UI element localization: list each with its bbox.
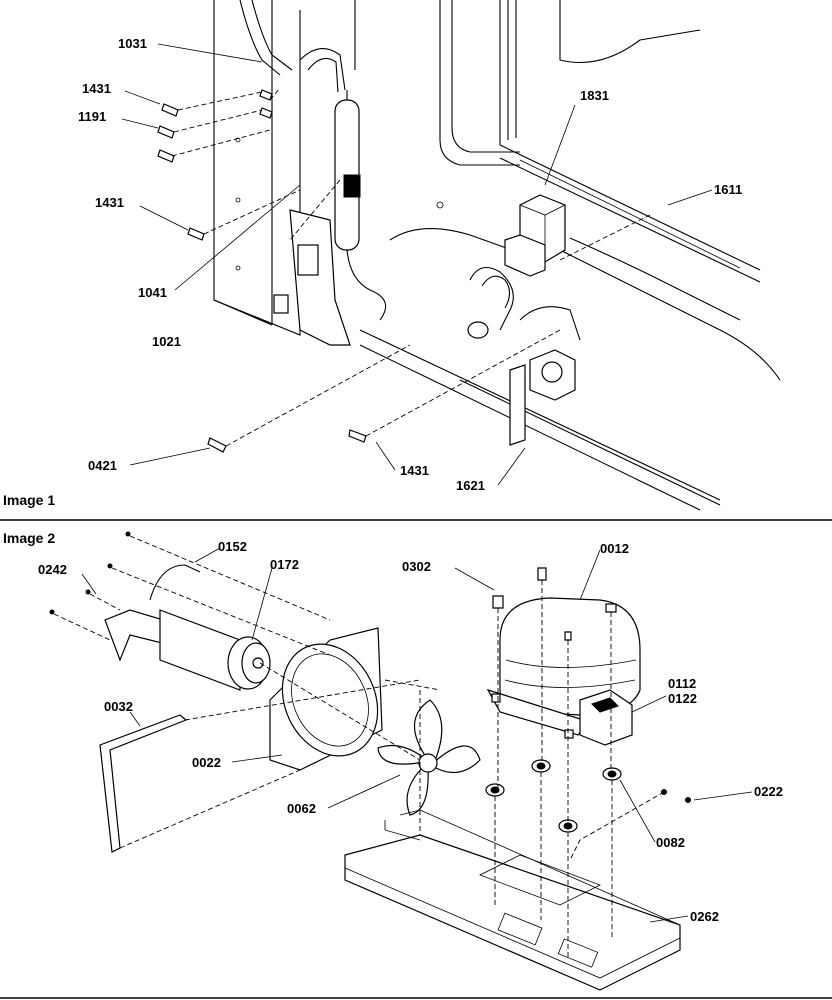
callout-label: 1191	[78, 109, 106, 124]
callout-label: 0152	[218, 539, 247, 554]
callout-label: 0112	[668, 676, 696, 691]
callout-label: 1031	[118, 36, 147, 51]
callout-label: 0012	[600, 541, 629, 556]
callout-label: 0242	[38, 562, 67, 577]
panel-2-illustration	[49, 531, 691, 991]
callout-label: 0222	[754, 784, 783, 799]
callout-label: 0122	[668, 691, 697, 706]
callout-label: 1621	[456, 478, 485, 493]
fan-blade-icon	[377, 699, 481, 816]
screw-icon	[49, 531, 691, 803]
panel-2-leaders	[81, 547, 753, 923]
callout-label: 0062	[287, 801, 316, 816]
callout-label: 1431	[400, 463, 429, 478]
callout-label: 0172	[270, 557, 299, 572]
callout-label: 1431	[95, 195, 124, 210]
callout-label: 0421	[88, 458, 117, 473]
panel-1-callouts: 1031 1431 1191 1431 1041 1021 1831 1611 …	[78, 36, 742, 493]
callout-label: 0022	[192, 755, 221, 770]
panel-2-callouts: 0152 0172 0242 0032 0022 0062 0302 0012 …	[38, 539, 783, 924]
callout-label: 1611	[714, 182, 742, 197]
callout-label: 0032	[104, 699, 133, 714]
panel-1-illustration	[157, 0, 781, 511]
callout-label: 0082	[656, 835, 685, 850]
callout-label: 0302	[402, 559, 431, 574]
callout-label: 1021	[152, 334, 181, 349]
panel-caption: Image 2	[3, 530, 55, 546]
callout-label: 1831	[580, 88, 609, 103]
callout-label: 1041	[138, 285, 167, 300]
panel-caption: Image 1	[3, 492, 55, 508]
grommet-icon	[485, 759, 622, 833]
callout-label: 1431	[82, 81, 111, 96]
panel-1-leaders	[121, 43, 713, 486]
callout-label: 0262	[690, 909, 719, 924]
screw-icon	[157, 89, 367, 453]
